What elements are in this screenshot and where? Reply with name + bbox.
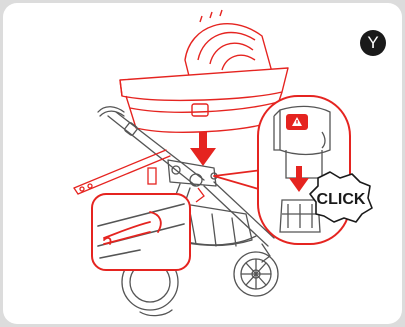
- click-callout: CLICK: [310, 172, 372, 222]
- step-badge: Y: [360, 30, 386, 56]
- click-label: CLICK: [317, 191, 366, 208]
- carrycot: [120, 10, 288, 132]
- zoom-detail-left: [92, 194, 190, 270]
- down-arrow-icon: [190, 132, 216, 166]
- zoom-detail-right: [214, 96, 350, 244]
